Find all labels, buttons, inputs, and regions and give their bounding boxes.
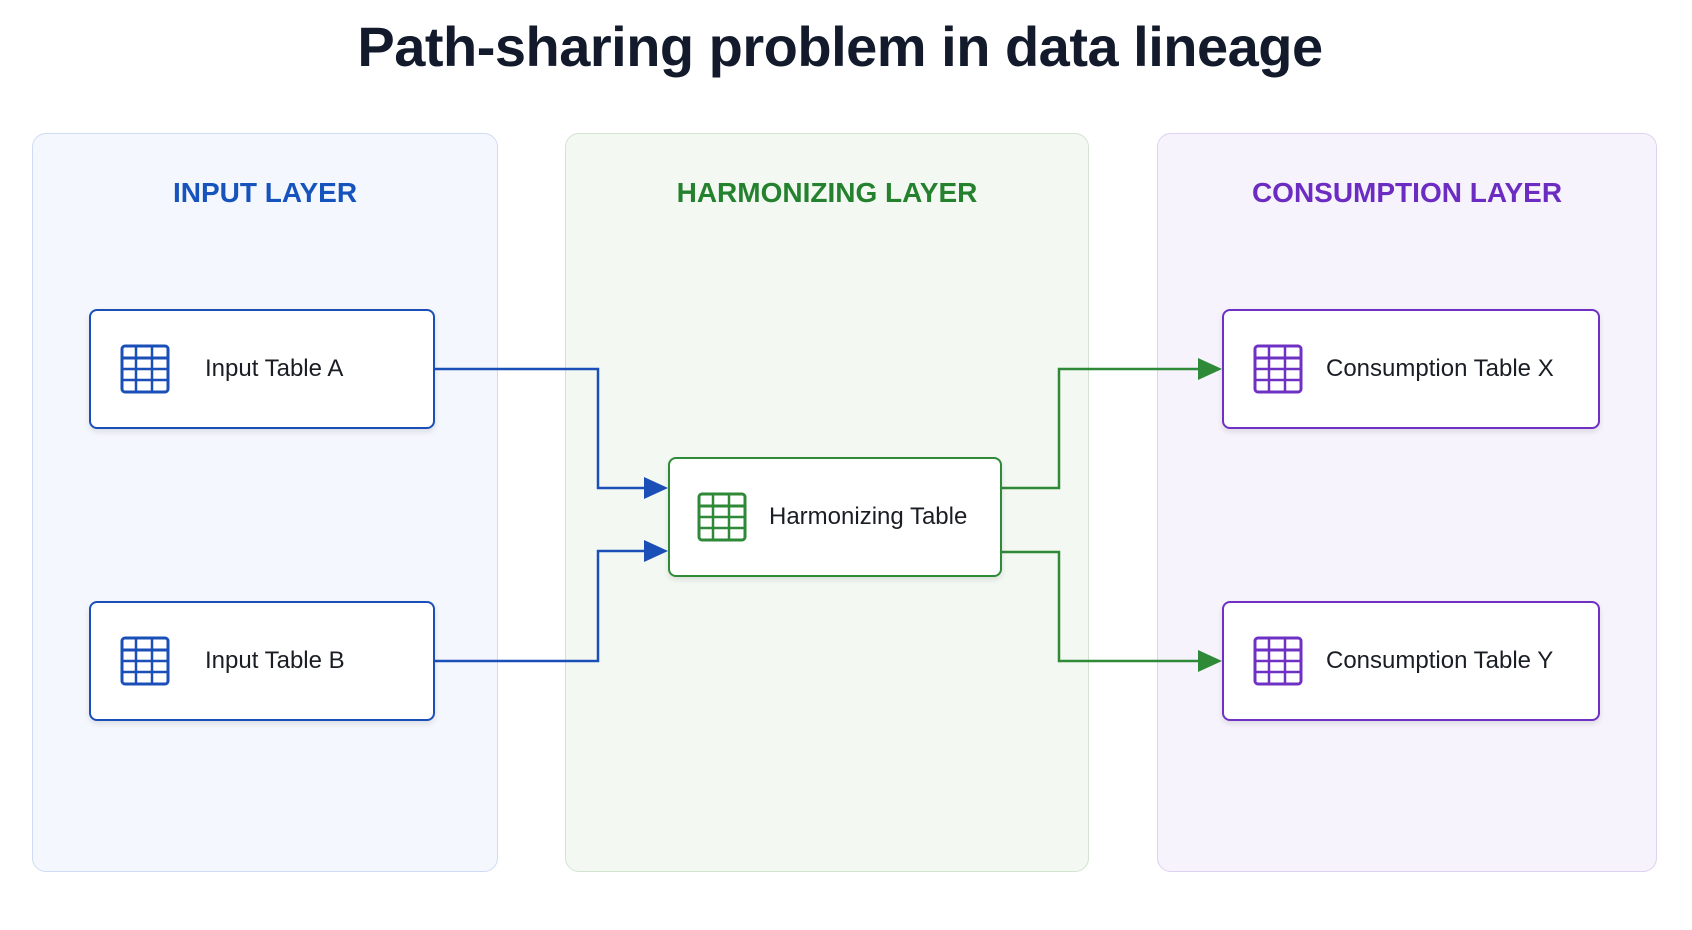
consumption-layer-panel: CONSUMPTION LAYER xyxy=(1157,133,1657,872)
table-grid-icon xyxy=(1253,344,1303,394)
page-title: Path-sharing problem in data lineage xyxy=(357,15,1323,78)
input-layer-label: INPUT LAYER xyxy=(172,177,358,208)
table-grid-icon xyxy=(120,344,170,394)
input-table-a-node[interactable]: Input Table A xyxy=(89,309,435,429)
input-layer-panel: INPUT LAYER xyxy=(32,133,498,872)
harmonizing-table-node[interactable]: Harmonizing Table xyxy=(668,457,1002,577)
harmonizing-layer-label: HARMONIZING LAYER xyxy=(676,177,978,208)
table-grid-icon xyxy=(120,636,170,686)
input-table-b-node[interactable]: Input Table B xyxy=(89,601,435,721)
consumption-table-x-node[interactable]: Consumption Table X xyxy=(1222,309,1600,429)
harmonizing-table-label: Harmonizing Table xyxy=(769,503,968,530)
consumption-table-y-node[interactable]: Consumption Table Y xyxy=(1222,601,1600,721)
input-table-a-label: Input Table A xyxy=(205,355,344,382)
consumption-table-x-label: Consumption Table X xyxy=(1326,355,1554,382)
input-table-b-label: Input Table B xyxy=(205,647,345,674)
table-grid-icon xyxy=(1253,636,1303,686)
consumption-layer-label: CONSUMPTION LAYER xyxy=(1251,177,1563,208)
table-grid-icon xyxy=(697,492,747,542)
consumption-table-y-label: Consumption Table Y xyxy=(1326,647,1554,674)
